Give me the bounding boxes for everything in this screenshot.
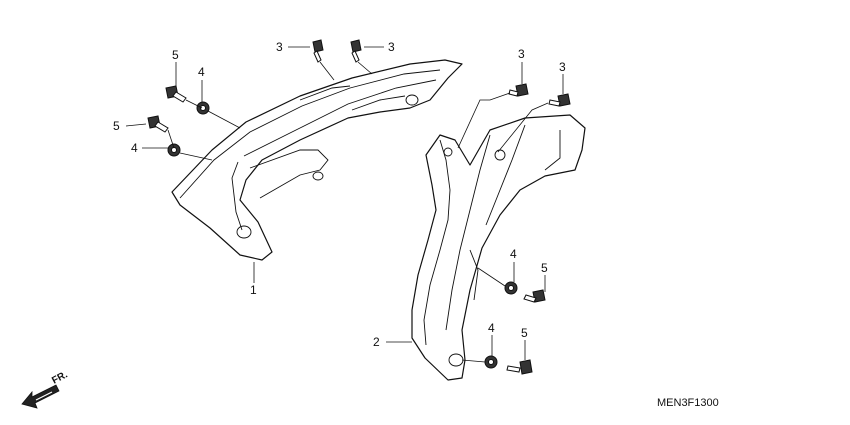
callout-leaders — [125, 46, 564, 360]
shroud-right-part-2 — [411, 114, 586, 381]
front-direction-arrow — [21, 384, 60, 409]
screw-3-a — [312, 39, 324, 63]
callout-1-left-shroud: 1 — [250, 283, 257, 297]
callout-4-left-grommet-upper: 4 — [198, 65, 205, 79]
assembly-lines — [167, 61, 549, 363]
grommet-4-a — [196, 101, 210, 115]
bolt-5-a — [165, 85, 187, 103]
bolt-5-b — [147, 115, 169, 133]
callout-3-left-screw-b: 3 — [388, 40, 395, 54]
callout-4-right-grommet-lower: 4 — [488, 321, 495, 335]
shroud-left-part-1 — [171, 59, 463, 261]
front-direction-label: FR. — [50, 369, 70, 386]
grommet-4-c — [504, 281, 518, 295]
callout-5-right-bolt-upper: 5 — [541, 261, 548, 275]
callout-3-left-screw: 3 — [276, 40, 283, 54]
callout-4-right-grommet-upper: 4 — [510, 247, 517, 261]
grommet-4-b — [167, 143, 181, 157]
callout-3-right-screw: 3 — [518, 47, 525, 61]
callout-5-left-bolt-upper: 5 — [172, 48, 179, 62]
callout-3-right-screw-b: 3 — [559, 60, 566, 74]
screw-3-c — [508, 83, 529, 97]
callout-5-right-bolt-lower: 5 — [521, 326, 528, 340]
callout-5-left-bolt-lower: 5 — [113, 119, 120, 133]
screw-3-d — [548, 93, 571, 107]
bolt-5-c — [523, 289, 546, 303]
screw-3-b — [350, 39, 362, 63]
diagram-code: MEN3F1300 — [657, 397, 719, 409]
bolt-5-d — [506, 359, 533, 375]
callout-4-left-grommet-lower: 4 — [131, 141, 138, 155]
grommet-4-d — [484, 355, 498, 369]
callout-2-right-shroud: 2 — [373, 335, 380, 349]
